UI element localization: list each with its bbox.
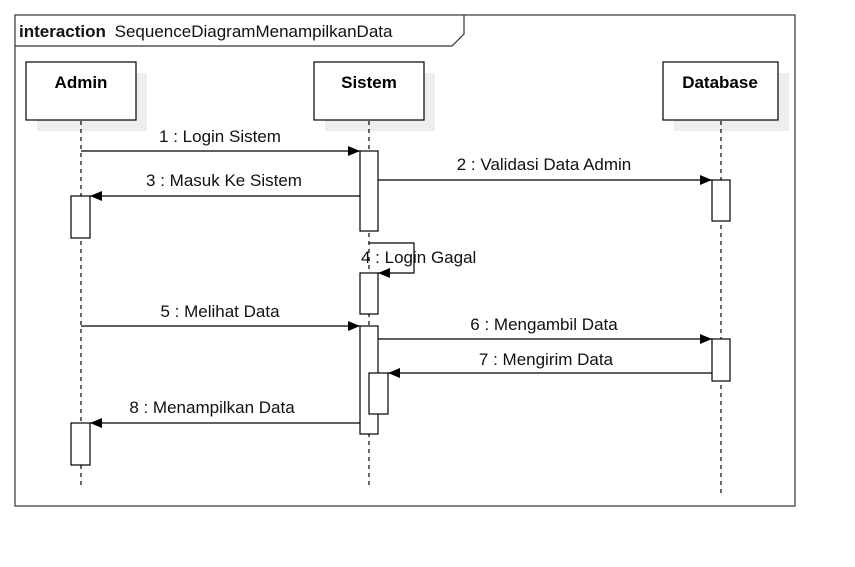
message-label: 1 : Login Sistem bbox=[159, 127, 281, 146]
activation-sistem-1 bbox=[359, 150, 379, 232]
message-5: 5 : Melihat Data bbox=[81, 302, 360, 331]
frame-label-tab bbox=[15, 15, 465, 47]
lifeline-sistem: Sistem bbox=[313, 61, 435, 488]
lifeline-admin: Admin bbox=[25, 61, 147, 488]
lifeline-head-sistem[interactable] bbox=[313, 61, 425, 121]
message-label: 5 : Melihat Data bbox=[160, 302, 280, 321]
interaction-frame bbox=[14, 14, 796, 507]
message-2: 2 : Validasi Data Admin bbox=[378, 155, 712, 185]
lifeline-label-sistem: Sistem bbox=[341, 73, 397, 92]
message-label: 6 : Mengambil Data bbox=[470, 315, 618, 334]
activation-database-2 bbox=[711, 338, 731, 382]
message-label: 8 : Menampilkan Data bbox=[129, 398, 295, 417]
frame-name: SequenceDiagramMenampilkanData bbox=[115, 22, 393, 41]
message-4-self: 4 : Login Gagal bbox=[361, 242, 476, 278]
lifeline-head-database[interactable] bbox=[662, 61, 779, 121]
lifeline-database: Database bbox=[662, 61, 789, 496]
activation-database-1 bbox=[711, 179, 731, 222]
message-label: 4 : Login Gagal bbox=[361, 248, 476, 267]
activation-admin-2 bbox=[70, 422, 91, 466]
activation-sistem-4 bbox=[368, 372, 389, 415]
frame-keyword: interaction bbox=[19, 22, 106, 41]
lifeline-head-admin[interactable] bbox=[25, 61, 137, 121]
message-label: 3 : Masuk Ke Sistem bbox=[146, 171, 302, 190]
lifeline-label-admin: Admin bbox=[55, 73, 108, 92]
activation-sistem-2 bbox=[359, 272, 379, 315]
activation-admin-1 bbox=[70, 195, 91, 239]
frame-title: interaction SequenceDiagramMenampilkanDa… bbox=[19, 22, 393, 41]
message-7: 7 : Mengirim Data bbox=[388, 350, 712, 378]
message-label: 2 : Validasi Data Admin bbox=[457, 155, 632, 174]
lifeline-label-database: Database bbox=[682, 73, 758, 92]
message-8: 8 : Menampilkan Data bbox=[90, 398, 360, 428]
message-label: 7 : Mengirim Data bbox=[479, 350, 614, 369]
message-6: 6 : Mengambil Data bbox=[378, 315, 712, 344]
self-message-arrow bbox=[369, 242, 415, 278]
message-1: 1 : Login Sistem bbox=[81, 127, 360, 156]
message-3: 3 : Masuk Ke Sistem bbox=[90, 171, 360, 201]
